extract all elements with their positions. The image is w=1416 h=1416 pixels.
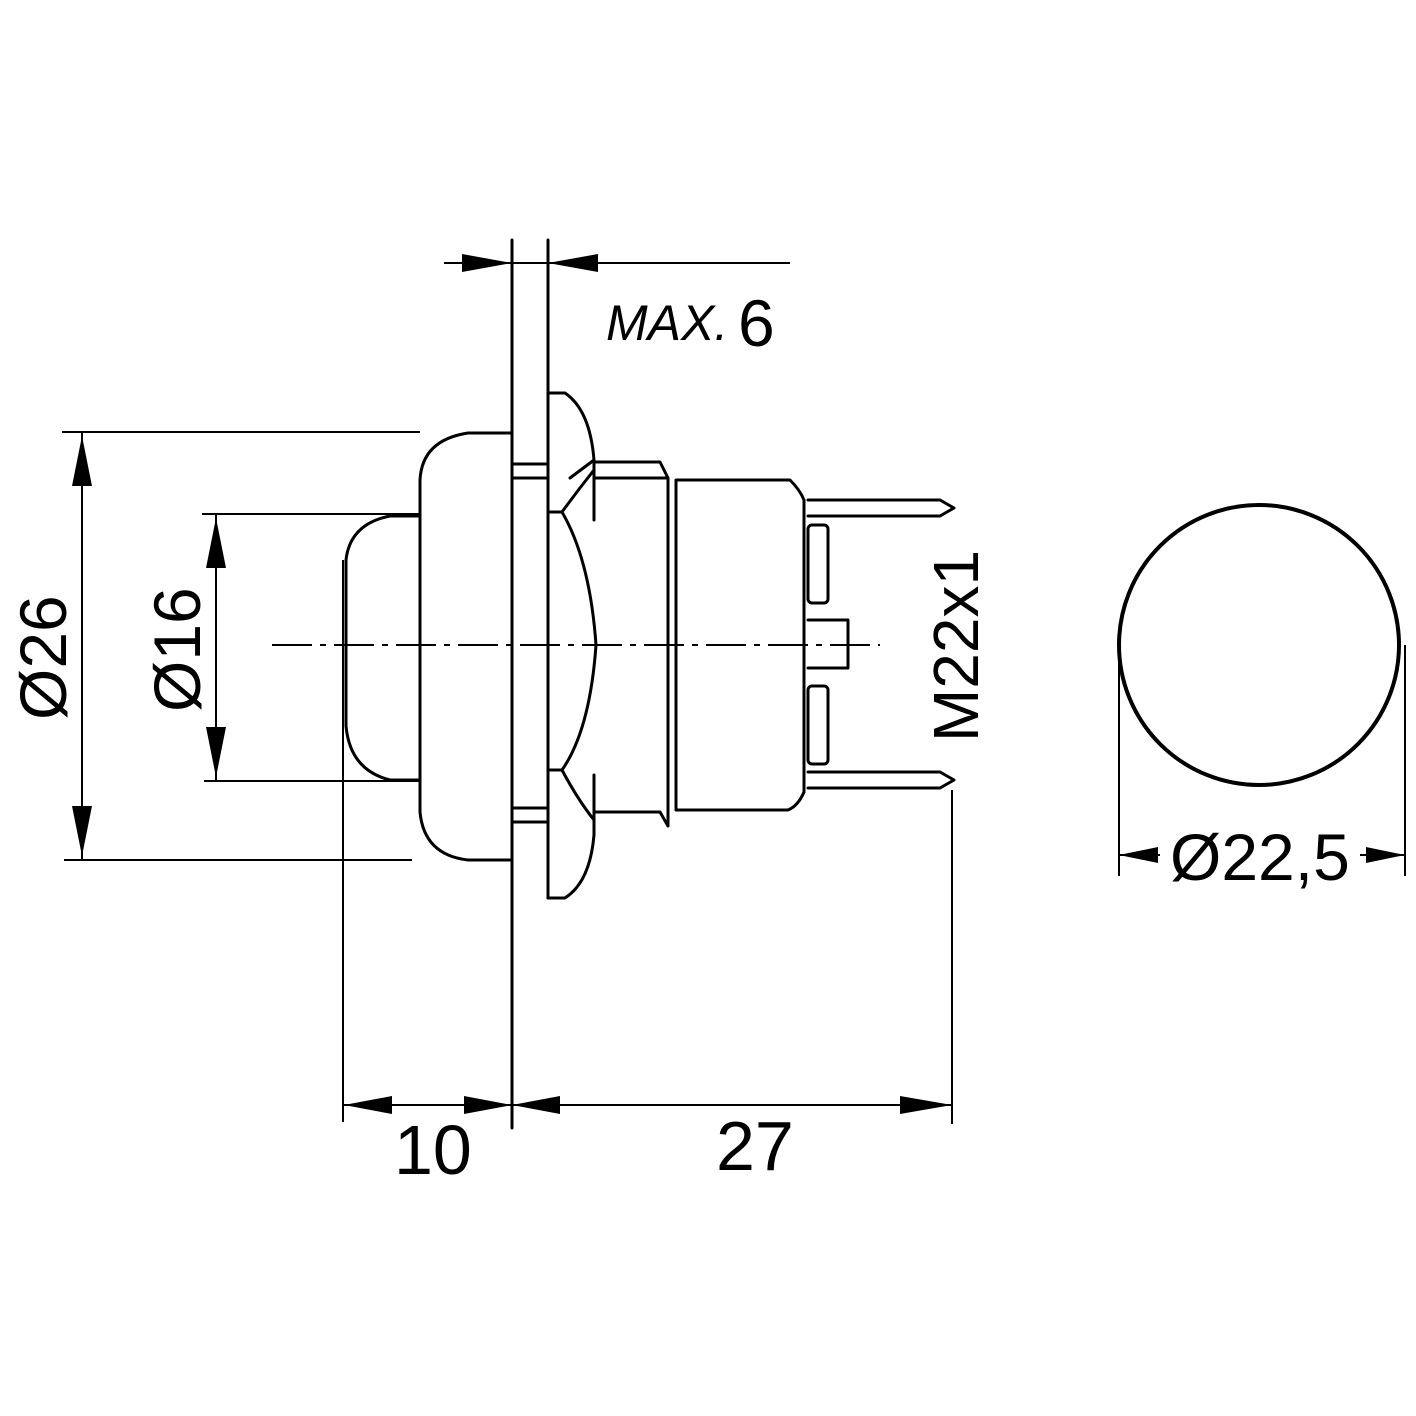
label-front-depth: 10	[394, 1111, 472, 1189]
push-button	[344, 514, 422, 782]
spade-tab-top	[806, 523, 830, 605]
panel-cutout-view: Ø22,5	[1117, 503, 1406, 894]
outer-bezel	[418, 431, 514, 862]
label-cutout-diameter: Ø22,5	[1170, 820, 1350, 894]
hex-nut	[546, 391, 598, 900]
center-stud	[806, 618, 850, 670]
washer-top	[510, 462, 550, 480]
washer-bottom	[510, 806, 550, 824]
dimension-depths: 10 27	[342, 560, 953, 1189]
label-thread: M22x1	[920, 550, 992, 742]
label-diameter-26: Ø26	[6, 595, 80, 720]
label-max: MAX.	[606, 295, 728, 351]
terminal-pin-top	[806, 498, 956, 518]
spade-tab-bottom	[806, 684, 830, 766]
dimension-diameter-16: Ø16	[140, 513, 420, 782]
side-view	[272, 238, 956, 1130]
label-max-value: 6	[738, 286, 775, 360]
dimension-max6: MAX. 6	[444, 254, 790, 360]
label-rear-depth: 27	[716, 1107, 794, 1185]
cutout-circle	[1117, 503, 1401, 787]
dimension-thread: M22x1	[920, 550, 992, 742]
terminal-pin-bottom	[806, 770, 956, 790]
threaded-body	[592, 460, 806, 828]
label-diameter-16: Ø16	[140, 587, 214, 712]
dimension-diameter-26: Ø26	[6, 431, 420, 861]
